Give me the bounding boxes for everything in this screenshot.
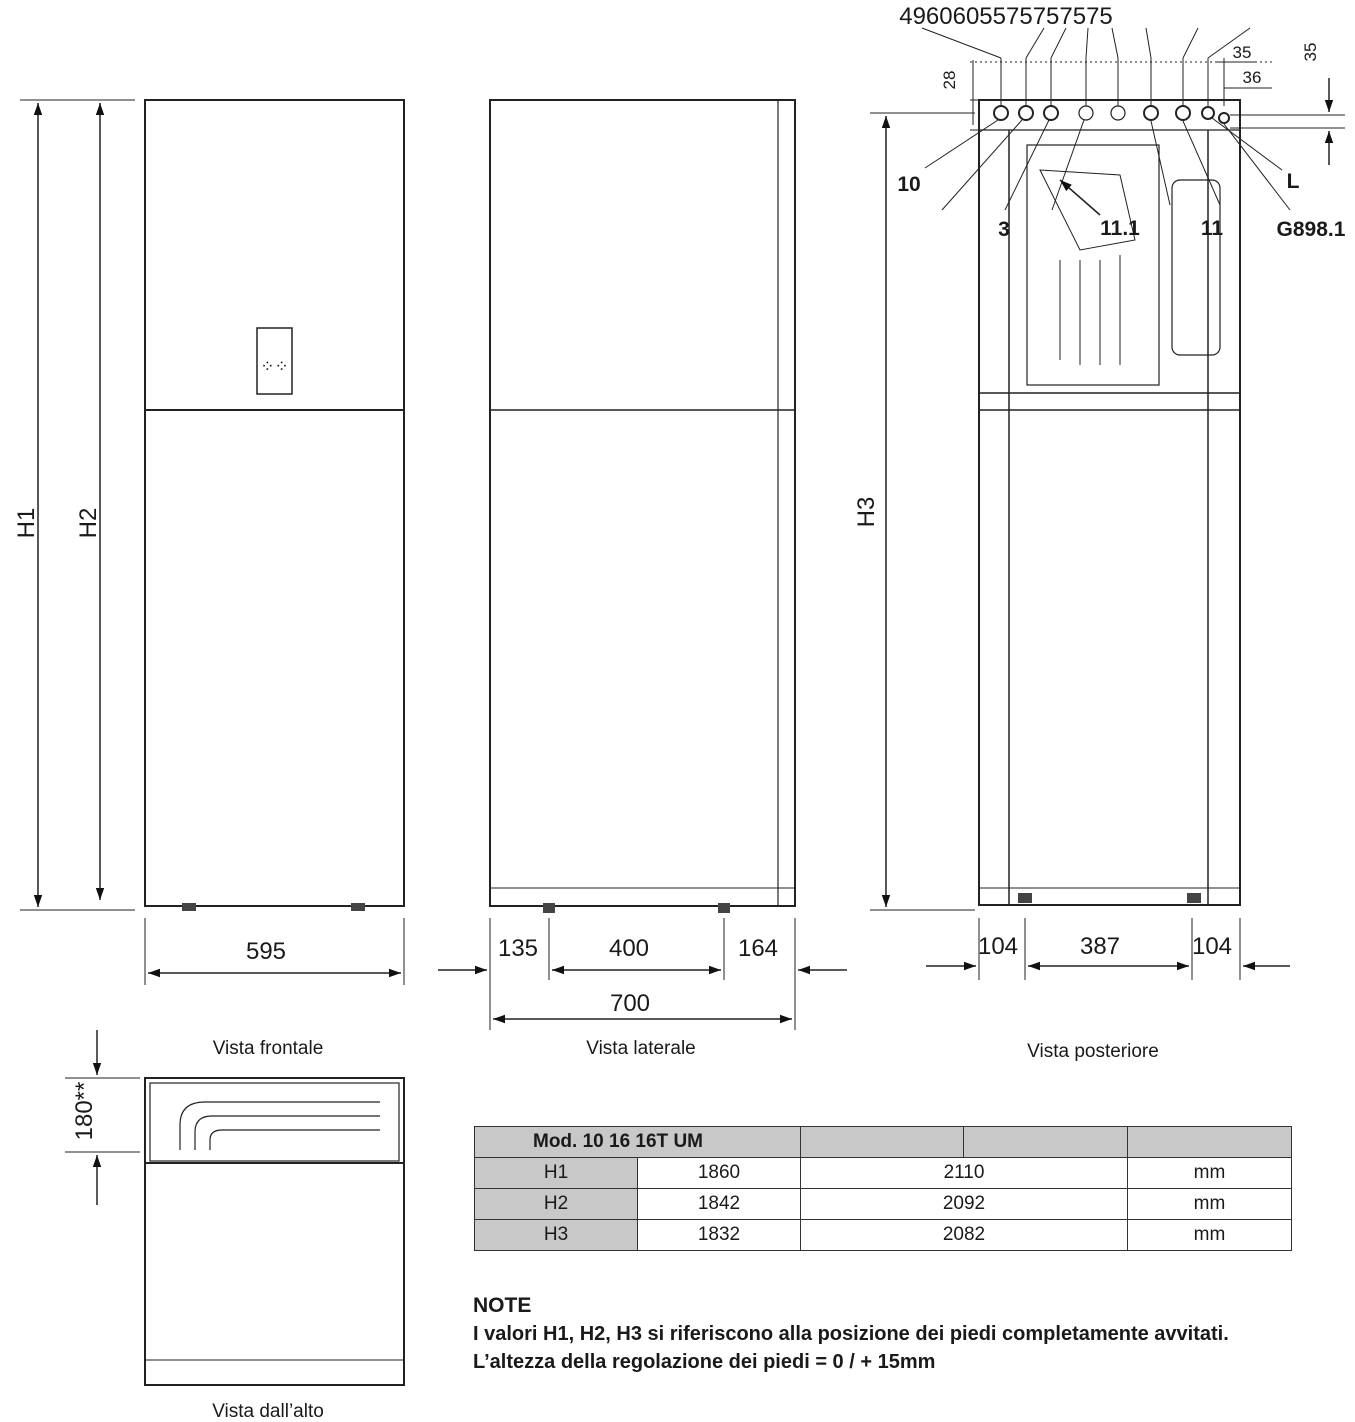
row-unit: mm <box>1127 1188 1292 1220</box>
expansion-vessel <box>1171 179 1221 356</box>
top-view <box>65 1030 405 1386</box>
row-unit: mm <box>1127 1219 1292 1251</box>
rear-dim-35-a: 35 <box>1233 43 1252 62</box>
front-cabinet <box>144 99 405 907</box>
side-cabinet <box>489 99 796 907</box>
rear-view <box>870 27 1345 980</box>
side-foot-right <box>718 903 730 913</box>
row-label: H1 <box>474 1157 638 1189</box>
rear-top-spacing-label: 4960605575757575 <box>899 3 1113 30</box>
note-title: NOTE <box>473 1294 532 1317</box>
rear-right-label: 104 <box>1192 933 1232 960</box>
side-total-label: 700 <box>610 990 650 1017</box>
table-header-row: Mod. 10 16 16T UM <box>474 1126 1292 1158</box>
callout-10: 10 <box>897 173 920 196</box>
callout-3: 3 <box>998 218 1010 241</box>
dimensions-table: Mod. 10 16 16T UM H1 1860 2110 mm H2 184… <box>474 1126 1292 1251</box>
side-middle-label: 400 <box>609 935 649 962</box>
front-view: ⁘⁘ <box>20 99 405 985</box>
hydraulic-module <box>1026 144 1160 386</box>
rear-crossbar <box>978 392 1241 411</box>
row-value-2: 2092 <box>800 1188 1128 1220</box>
front-width-label: 595 <box>246 938 286 965</box>
model-header: Mod. 10 16 16T UM <box>474 1126 801 1158</box>
front-foot-left <box>182 903 196 911</box>
header-cell-empty <box>800 1126 964 1158</box>
rear-dim-28: 28 <box>940 71 959 90</box>
rear-foot-right <box>1187 893 1201 903</box>
rear-foot-left <box>1018 893 1032 903</box>
rear-dim-36: 36 <box>1243 68 1262 87</box>
row-unit: mm <box>1127 1157 1292 1189</box>
rear-left-label: 104 <box>978 933 1018 960</box>
callout-11: 11 <box>1201 217 1224 240</box>
front-view-caption: Vista frontale <box>213 1038 324 1059</box>
side-left-label: 135 <box>498 935 538 962</box>
callout-L: L <box>1287 170 1300 193</box>
callout-11-1: 11.1 <box>1100 217 1140 240</box>
side-view <box>438 99 847 1030</box>
rear-frame <box>978 99 1241 906</box>
side-view-caption: Vista laterale <box>586 1038 696 1059</box>
top-outline <box>144 1077 405 1386</box>
table-row: H2 1842 2092 mm <box>474 1188 1292 1220</box>
h2-label: H2 <box>75 508 102 539</box>
header-cell-empty <box>1127 1126 1292 1158</box>
callout-G898-1: G898.1 <box>1277 218 1346 241</box>
top-view-caption: Vista dall’alto <box>212 1401 324 1422</box>
side-foot-left <box>543 903 555 913</box>
h3-label: H3 <box>853 497 880 528</box>
side-right-label: 164 <box>738 935 778 962</box>
row-value-1: 1832 <box>637 1219 801 1251</box>
front-foot-right <box>351 903 365 911</box>
table-row: H3 1832 2082 mm <box>474 1219 1292 1251</box>
row-value-1: 1860 <box>637 1157 801 1189</box>
control-display <box>256 327 293 395</box>
h1-label: H1 <box>13 508 40 539</box>
row-label: H2 <box>474 1188 638 1220</box>
row-label: H3 <box>474 1219 638 1251</box>
notes-block: NOTE I valori H1, H2, H3 si riferiscono … <box>473 1292 1333 1376</box>
table-row: H1 1860 2110 mm <box>474 1157 1292 1189</box>
note-line-1: I valori H1, H2, H3 si riferiscono alla … <box>473 1323 1229 1345</box>
top-depth-label: 180** <box>71 1082 98 1141</box>
note-line-2: L’altezza della regolazione dei piedi = … <box>473 1351 936 1373</box>
row-value-2: 2110 <box>800 1157 1128 1189</box>
rear-view-caption: Vista posteriore <box>1027 1041 1159 1062</box>
row-value-2: 2082 <box>800 1219 1128 1251</box>
row-value-1: 1842 <box>637 1188 801 1220</box>
display-icon: ⁘⁘ <box>260 357 289 376</box>
header-cell-empty <box>963 1126 1128 1158</box>
rear-middle-label: 387 <box>1080 933 1120 960</box>
rear-dim-35-b: 35 <box>1301 43 1320 62</box>
